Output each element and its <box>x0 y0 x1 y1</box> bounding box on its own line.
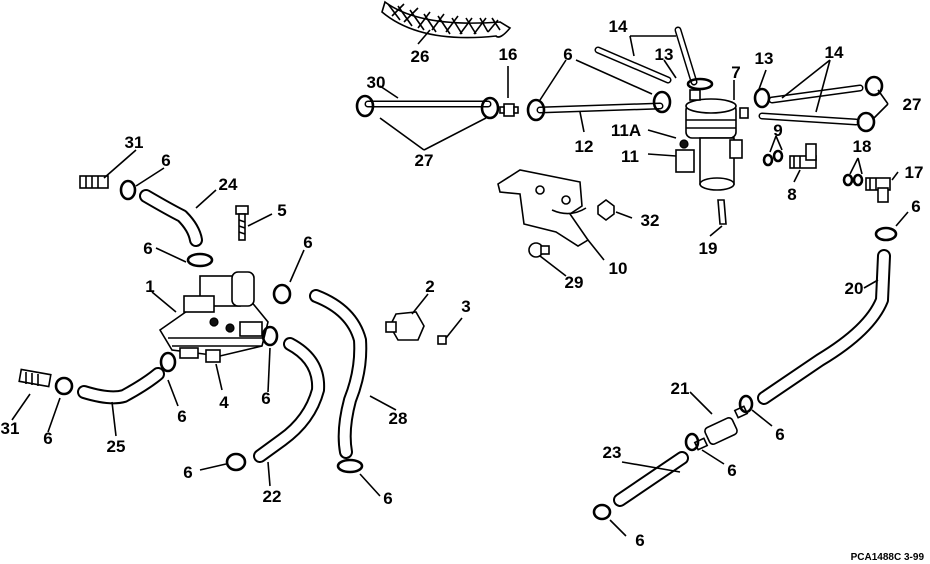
callout-6-c: 6 <box>303 233 312 252</box>
callout-27-b: 27 <box>903 95 922 114</box>
callout-31-a: 31 <box>125 133 144 152</box>
callout-16: 16 <box>499 45 518 64</box>
callout-25: 25 <box>107 437 126 456</box>
callout-14-b: 14 <box>825 43 844 62</box>
fitting-31-bottom <box>18 368 52 388</box>
part-2 <box>385 311 425 341</box>
bolt-5 <box>235 205 249 241</box>
screw-29 <box>528 242 550 258</box>
callout-14-a: 14 <box>609 17 628 36</box>
callout-7: 7 <box>731 63 740 82</box>
callout-10: 10 <box>609 259 628 278</box>
callout-18: 18 <box>853 137 872 156</box>
hose-30 <box>355 94 500 120</box>
braided-sleeve-26 <box>381 0 512 39</box>
callout-3: 3 <box>461 297 470 316</box>
callout-6-h: 6 <box>383 489 392 508</box>
callout-6-k: 6 <box>775 425 784 444</box>
callout-2: 2 <box>425 277 434 296</box>
callout-11: 11 <box>621 147 639 166</box>
clip-19 <box>717 199 727 225</box>
fitting-31-top <box>79 175 109 189</box>
callout-31-b: 31 <box>1 419 20 438</box>
callout-17: 17 <box>905 163 924 182</box>
callout-6-a: 6 <box>161 151 170 170</box>
callout-6-m: 6 <box>635 531 644 550</box>
callout-29: 29 <box>565 273 584 292</box>
callout-labels: 1 2 3 4 5 6 6 6 6 6 6 6 6 6 6 6 6 6 7 8 … <box>1 17 924 550</box>
callout-22: 22 <box>263 487 282 506</box>
o-rings-9 <box>762 149 784 167</box>
callout-13-b: 13 <box>755 49 774 68</box>
callout-6-b: 6 <box>143 239 152 258</box>
hose-12 <box>526 90 672 122</box>
nut-32 <box>597 199 615 221</box>
electric-fuel-pump-11 <box>675 89 749 191</box>
fitting-17 <box>865 177 891 203</box>
hose-14-right <box>753 75 884 133</box>
mechanical-fuel-pump-1 <box>158 271 269 363</box>
callout-27-a: 27 <box>415 151 434 170</box>
callout-30: 30 <box>367 73 386 92</box>
callout-1: 1 <box>145 277 154 296</box>
callout-6-d: 6 <box>177 407 186 426</box>
callout-12: 12 <box>575 137 594 156</box>
callout-6-g: 6 <box>183 463 192 482</box>
callout-6-i: 6 <box>563 45 572 64</box>
fitting-8 <box>789 143 817 169</box>
hose-25 <box>54 351 177 405</box>
callout-6-e: 6 <box>261 389 270 408</box>
callout-6-j: 6 <box>911 197 920 216</box>
screw-3 <box>437 335 447 345</box>
callout-13-a: 13 <box>655 45 674 64</box>
leader-lines <box>11 29 909 537</box>
callout-4: 4 <box>219 393 229 412</box>
callout-6-f: 6 <box>43 429 52 448</box>
inline-filter-21 <box>684 394 754 452</box>
callout-20: 20 <box>845 279 864 298</box>
callout-19: 19 <box>699 239 718 258</box>
callout-21: 21 <box>671 379 690 398</box>
callout-11A: 11A <box>611 121 641 140</box>
drawing-code: PCA1488C 3-99 <box>851 552 925 563</box>
connector-16 <box>499 103 519 117</box>
hose-23 <box>592 451 689 521</box>
hose-24 <box>119 179 214 268</box>
hose-28 <box>309 289 368 474</box>
callout-9: 9 <box>773 121 782 140</box>
hose-22 <box>225 283 326 472</box>
callout-6-l: 6 <box>727 461 736 480</box>
callout-5: 5 <box>277 201 286 220</box>
callout-23: 23 <box>603 443 622 462</box>
callout-28: 28 <box>389 409 408 428</box>
hose-14-center <box>594 26 714 91</box>
callout-32: 32 <box>641 211 660 230</box>
callout-26: 26 <box>411 47 430 66</box>
o-rings-18 <box>842 173 864 187</box>
bracket-10 <box>497 169 590 247</box>
hose-20 <box>757 226 898 405</box>
callout-8: 8 <box>787 185 796 204</box>
callout-24: 24 <box>219 175 238 194</box>
